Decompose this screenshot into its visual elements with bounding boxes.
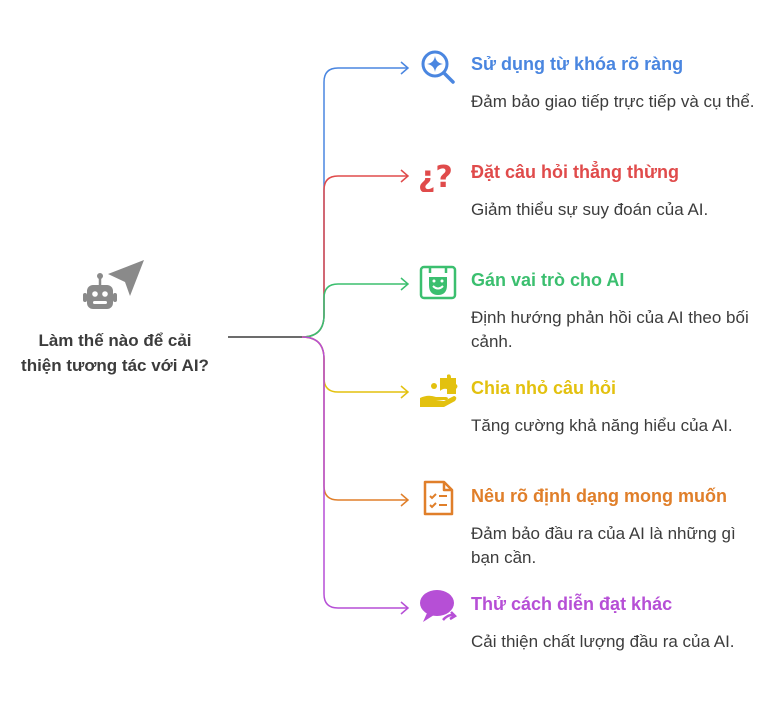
- connector-0: [301, 67, 408, 338]
- arrowhead-0: [400, 61, 410, 75]
- branch-title: Gán vai trò cho AI: [471, 270, 625, 290]
- connector-3: [301, 336, 408, 393]
- arrowhead-2: [400, 277, 410, 291]
- branch-title: Thử cách diễn đạt khác: [471, 594, 673, 614]
- branch-description: Giảm thiểu sự suy đoán của AI.: [471, 200, 709, 219]
- branch-description: Đảm bảo giao tiếp trực tiếp và cụ thể.: [471, 92, 755, 111]
- search-sparkle-icon: [418, 48, 458, 84]
- branch-title: Đặt câu hỏi thẳng thừng: [471, 162, 680, 182]
- puzzle-hand-icon: [418, 372, 458, 408]
- arrowhead-5: [400, 601, 410, 615]
- svg-text:¿?: ¿?: [418, 160, 453, 192]
- branch-description: Cải thiện chất lượng đầu ra của AI.: [471, 632, 735, 651]
- connector-4: [301, 336, 408, 501]
- branch-description: Định hướng phản hồi của AI theo bối cảnh…: [471, 308, 749, 351]
- connector-5: [301, 336, 408, 609]
- arrowhead-1: [400, 169, 410, 183]
- arrowhead-3: [400, 385, 410, 399]
- robot-with-paper-plane-icon: [78, 252, 150, 325]
- central-topic: Làm thế nào để cải thiện tương tác với A…: [21, 331, 209, 375]
- branch-title: Chia nhỏ câu hỏi: [471, 378, 617, 398]
- arrowheads: [400, 61, 410, 615]
- theater-masks-icon: [418, 264, 458, 300]
- question-marks-icon: ¿?: [418, 156, 458, 195]
- speech-bubble-icon: [418, 588, 458, 624]
- branch-description: Tăng cường khả năng hiểu của AI.: [471, 416, 733, 435]
- connector-1: [301, 175, 408, 338]
- connector-2: [301, 283, 408, 338]
- checklist-icon: [418, 480, 458, 516]
- arrowhead-4: [400, 493, 410, 507]
- branch-title: Sử dụng từ khóa rõ ràng: [471, 54, 684, 74]
- branch-title: Nêu rõ định dạng mong muốn: [471, 486, 727, 506]
- branch-description: Đảm bảo đầu ra của AI là những gì bạn cầ…: [471, 524, 736, 567]
